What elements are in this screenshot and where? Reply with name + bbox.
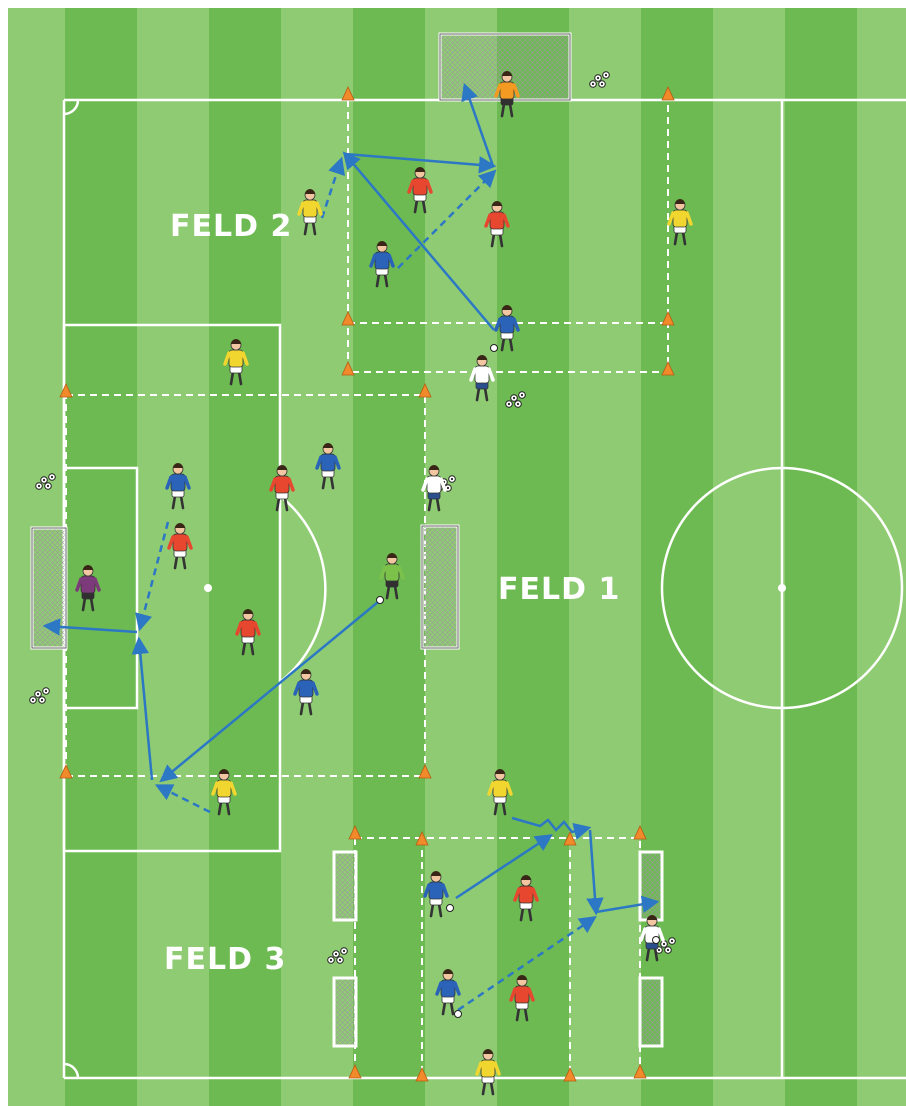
field-label-feld3: FELD 3 <box>164 942 286 977</box>
mini-goal <box>640 852 662 920</box>
ball-icon <box>447 905 454 912</box>
ball-icon <box>491 345 498 352</box>
ball-icon <box>377 597 384 604</box>
mini-goal <box>640 978 662 1046</box>
ball-icon <box>653 937 660 944</box>
mini-goal <box>334 978 356 1046</box>
field-label-feld2: FELD 2 <box>170 209 292 244</box>
grass-stripe <box>785 8 857 1106</box>
mini-goal <box>334 852 356 920</box>
grass-stripe <box>65 8 137 1106</box>
field-label-feld1: FELD 1 <box>498 572 620 607</box>
ball-icon <box>455 1011 462 1018</box>
goal-left <box>32 528 66 648</box>
goal-middle <box>422 526 458 648</box>
penalty-spot <box>204 584 212 592</box>
center-spot <box>778 584 786 592</box>
